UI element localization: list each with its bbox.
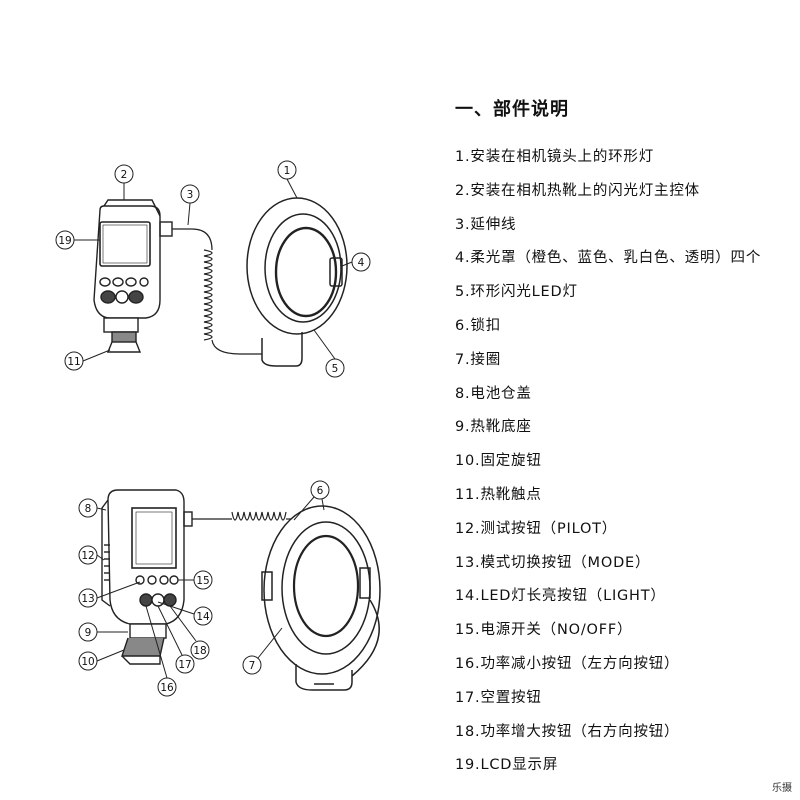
- part-item-2: 2.安装在相机热靴上的闪光灯主控体: [455, 182, 700, 199]
- callout-10: 10: [81, 656, 94, 668]
- watermark: 乐摄: [772, 783, 792, 794]
- callout-9: 9: [85, 627, 92, 639]
- callout-labels: 1 2 3 4 5 19 11 6 7 8 9 10 12 13 14 15 1…: [58, 165, 364, 694]
- part-item-4: 4.柔光罩（橙色、蓝色、乳白色、透明）四个: [455, 250, 762, 267]
- part-item-19: 19.LCD显示屏: [455, 757, 559, 774]
- part-item-12: 12.测试按钮（PILOT）: [455, 520, 618, 537]
- part-item-15: 15.电源开关（NO/OFF）: [455, 622, 633, 639]
- top-coiled-cable: [172, 228, 262, 355]
- part-item-9: 9.热靴底座: [455, 419, 532, 436]
- part-item-8: 8.电池仓盖: [455, 385, 532, 402]
- device-diagram: 1 2 3 4 5 19 11 6 7 8 9 10 12 13 14 15 1…: [55, 160, 381, 697]
- part-item-3: 3.延伸线: [455, 216, 517, 233]
- callout-3: 3: [187, 189, 194, 201]
- callout-6: 6: [317, 485, 324, 497]
- callout-16: 16: [160, 682, 174, 694]
- callout-8: 8: [85, 503, 92, 515]
- callout-12: 12: [81, 550, 94, 562]
- bottom-ring-light: [261, 505, 381, 691]
- part-item-11: 11.热靴触点: [455, 486, 542, 503]
- part-item-13: 13.模式切换按钮（MODE）: [455, 554, 651, 571]
- callout-17: 17: [178, 659, 191, 671]
- callout-14: 14: [196, 611, 210, 623]
- bottom-coiled-cable: [192, 511, 298, 521]
- part-item-16: 16.功率减小按钮（左方向按钮）: [455, 655, 680, 672]
- bottom-controller: [101, 489, 193, 665]
- part-item-10: 10.固定旋钮: [455, 453, 542, 470]
- callout-7: 7: [249, 660, 256, 672]
- callout-4: 4: [358, 257, 365, 269]
- part-item-5: 5.环形闪光LED灯: [455, 284, 578, 301]
- parts-list: 1.安装在相机镜头上的环形灯 2.安装在相机热靴上的闪光灯主控体 3.延伸线 4…: [455, 141, 795, 783]
- callout-15: 15: [196, 575, 209, 587]
- callout-18: 18: [193, 645, 206, 657]
- callout-2: 2: [121, 169, 128, 181]
- top-controller: [93, 199, 173, 353]
- callout-19: 19: [58, 235, 71, 247]
- callouts: [55, 160, 371, 697]
- device-illustration: 1 2 3 4 5 19 11 6 7 8 9 10 12 13 14 15 1…: [55, 160, 381, 697]
- callout-5: 5: [332, 363, 339, 375]
- part-item-6: 6.锁扣: [455, 317, 502, 334]
- part-item-17: 17.空置按钮: [455, 689, 542, 706]
- top-ring-light: [246, 197, 348, 367]
- part-item-14: 14.LED灯长亮按钮（LIGHT）: [455, 588, 666, 605]
- section-title: 一、部件说明: [455, 99, 569, 120]
- callout-1: 1: [284, 165, 291, 177]
- callout-13: 13: [81, 593, 94, 605]
- part-item-1: 1.安装在相机镜头上的环形灯: [455, 149, 655, 165]
- part-item-18: 18.功率增大按钮（右方向按钮）: [455, 723, 680, 740]
- part-item-7: 7.接圈: [455, 351, 502, 368]
- callout-11: 11: [67, 356, 80, 368]
- parts-description: 一、部件说明 1.安装在相机镜头上的环形灯 2.安装在相机热靴上的闪光灯主控体 …: [455, 95, 795, 783]
